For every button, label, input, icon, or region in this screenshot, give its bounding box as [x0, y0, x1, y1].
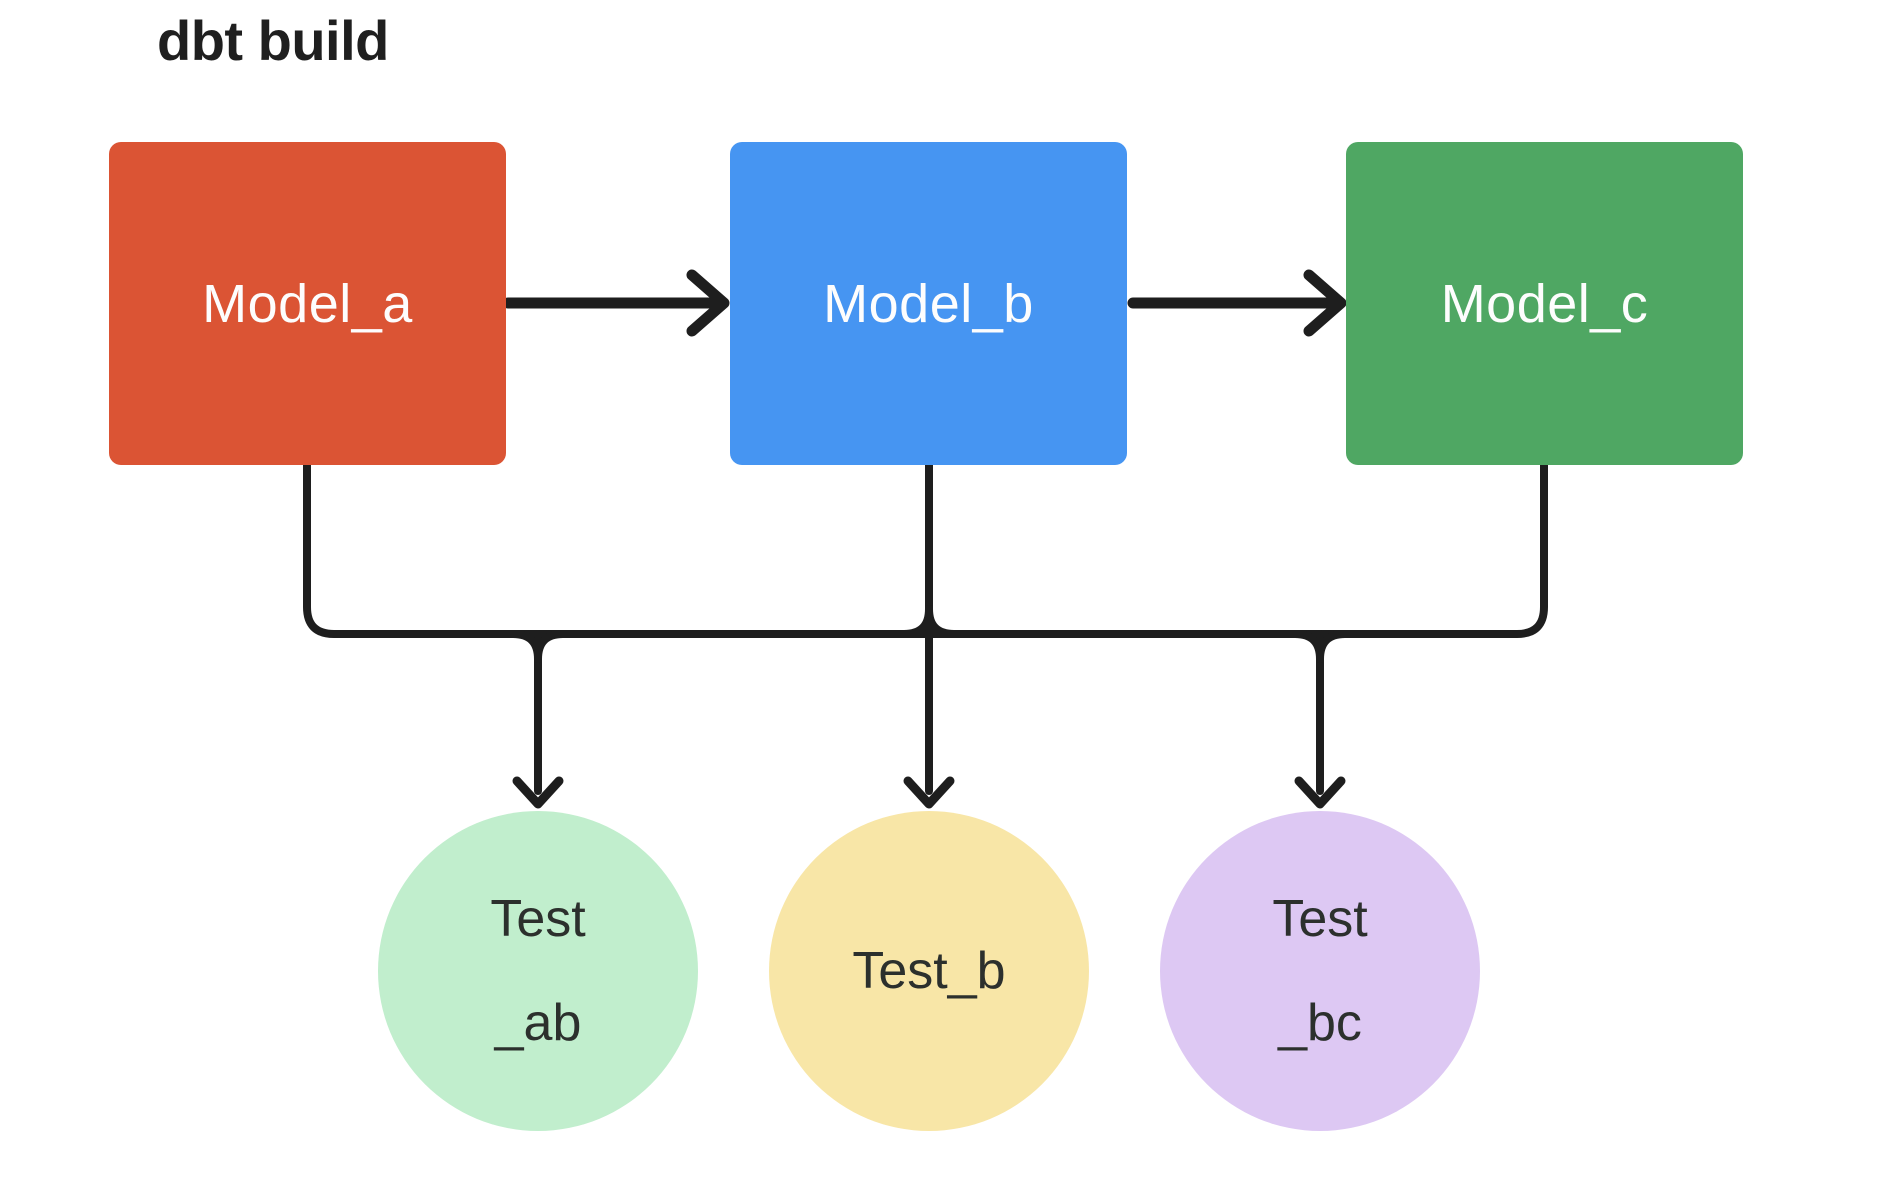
junction-fillet	[925, 605, 958, 638]
arrowhead-down-icon	[1294, 776, 1346, 809]
page-title: dbt build	[157, 9, 389, 72]
model-c-label: Model_c	[1440, 273, 1649, 334]
model-a-node: Model_a	[109, 142, 506, 465]
model-a-label: Model_a	[202, 273, 413, 334]
arrowhead-down-icon	[903, 776, 955, 809]
arrowhead-down-icon	[512, 776, 564, 809]
test-ab-label-line2: _ab	[494, 994, 582, 1052]
junction-fillet	[534, 630, 567, 663]
test-ab-node: Test _ab	[378, 811, 698, 1131]
test-bc-node: Test _bc	[1160, 811, 1480, 1131]
model-b-node: Model_b	[730, 142, 1127, 465]
test-bc-label-line2: _bc	[1278, 994, 1362, 1052]
test-bc-label-line1: Test	[1272, 890, 1368, 948]
arrowhead-right-icon	[686, 269, 730, 337]
arrowhead-right-icon	[1303, 269, 1347, 337]
junction-fillet	[1316, 630, 1349, 663]
test-b-node: Test_b	[769, 811, 1089, 1131]
model-b-label: Model_b	[823, 273, 1034, 334]
test-ab-label-line1: Test	[490, 890, 586, 948]
test-b-label: Test_b	[852, 942, 1006, 1000]
model-c-node: Model_c	[1346, 142, 1743, 465]
